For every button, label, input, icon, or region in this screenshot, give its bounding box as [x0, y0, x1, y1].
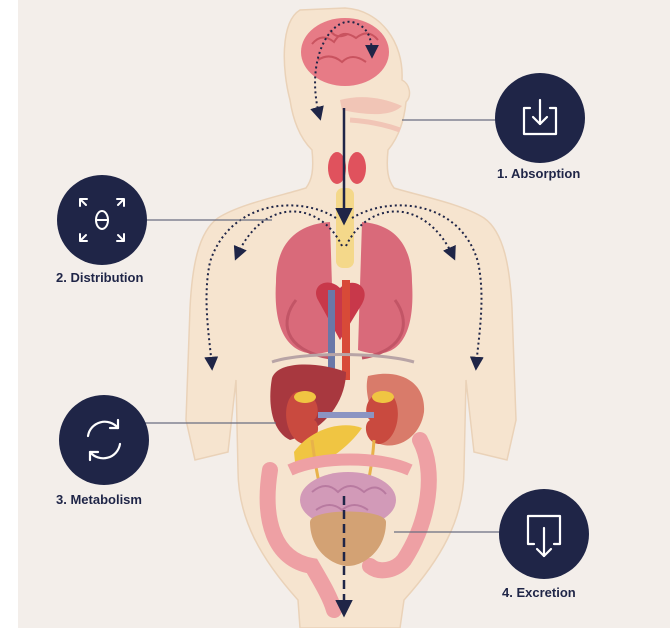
- metabolism-badge: [59, 395, 149, 485]
- excretion-badge: [499, 489, 589, 579]
- excretion-label: 4. Excretion: [502, 585, 576, 600]
- distribution-label: 2. Distribution: [56, 270, 143, 285]
- metabolism-label: 3. Metabolism: [56, 492, 142, 507]
- absorption-badge: [495, 73, 585, 163]
- absorption-label: 1. Absorption: [497, 166, 580, 181]
- distribution-badge: [57, 175, 147, 265]
- brain: [301, 18, 389, 86]
